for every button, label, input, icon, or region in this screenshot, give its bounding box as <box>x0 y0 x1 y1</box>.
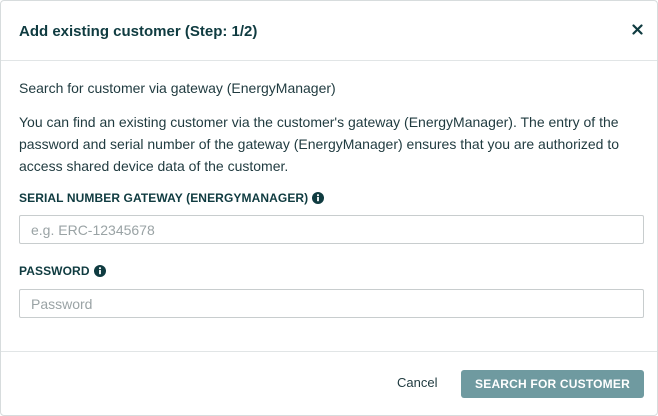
search-description: You can find an existing customer via th… <box>19 114 620 174</box>
serial-number-label: SERIAL NUMBER GATEWAY (ENERGYMANAGER) <box>19 191 325 205</box>
search-customer-button[interactable]: SEARCH FOR CUSTOMER <box>461 370 644 398</box>
dialog-header: Add existing customer (Step: 1/2) <box>1 1 657 61</box>
password-input[interactable] <box>19 289 644 318</box>
dialog-title: Add existing customer (Step: 1/2) <box>19 23 258 40</box>
serial-number-label-text: SERIAL NUMBER GATEWAY (ENERGYMANAGER) <box>19 191 309 205</box>
serial-number-input[interactable] <box>19 215 644 244</box>
dialog-footer: Cancel SEARCH FOR CUSTOMER <box>1 351 657 415</box>
info-icon[interactable] <box>312 192 325 204</box>
info-icon[interactable] <box>93 265 106 277</box>
cancel-button[interactable]: Cancel <box>397 375 438 390</box>
search-lead-text: Search for customer via gateway (EnergyM… <box>19 80 336 96</box>
dialog-body: Search for customer via gateway (EnergyM… <box>19 79 644 318</box>
close-button[interactable] <box>627 20 647 40</box>
close-icon <box>631 23 643 38</box>
password-label: PASSWORD <box>19 264 106 278</box>
password-label-text: PASSWORD <box>19 264 90 278</box>
